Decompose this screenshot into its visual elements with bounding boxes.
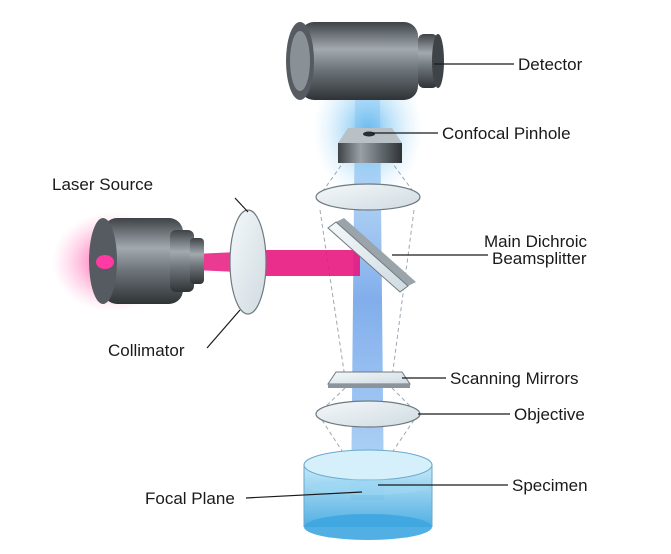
objective-label: Objective: [514, 405, 585, 424]
confocal-pinhole: [338, 128, 402, 163]
objective-lens: [315, 400, 421, 428]
collimator-label: Collimator: [108, 341, 185, 360]
laser-beam-collimated: [238, 250, 360, 276]
leader-lines: [206, 63, 514, 499]
collimator-lens: [229, 209, 267, 315]
tube-lens: [315, 183, 421, 211]
confocal-pinhole-label: Confocal Pinhole: [442, 124, 571, 143]
laser-source-label: Laser Source: [52, 175, 153, 194]
scanning-mirrors: [327, 371, 411, 388]
detector-label: Detector: [518, 55, 583, 74]
focal-plane-label: Focal Plane: [145, 489, 235, 508]
specimen-dish: [303, 449, 433, 540]
beamsplitter-label: Beamsplitter: [492, 249, 587, 268]
scanning-mirrors-label: Scanning Mirrors: [450, 369, 579, 388]
laser-source: [89, 218, 204, 304]
detector: [286, 22, 444, 100]
main-dichroic-beamsplitter: [327, 218, 416, 293]
specimen-label: Specimen: [512, 476, 588, 495]
main-dichroic-label: Main Dichroic: [484, 232, 587, 251]
